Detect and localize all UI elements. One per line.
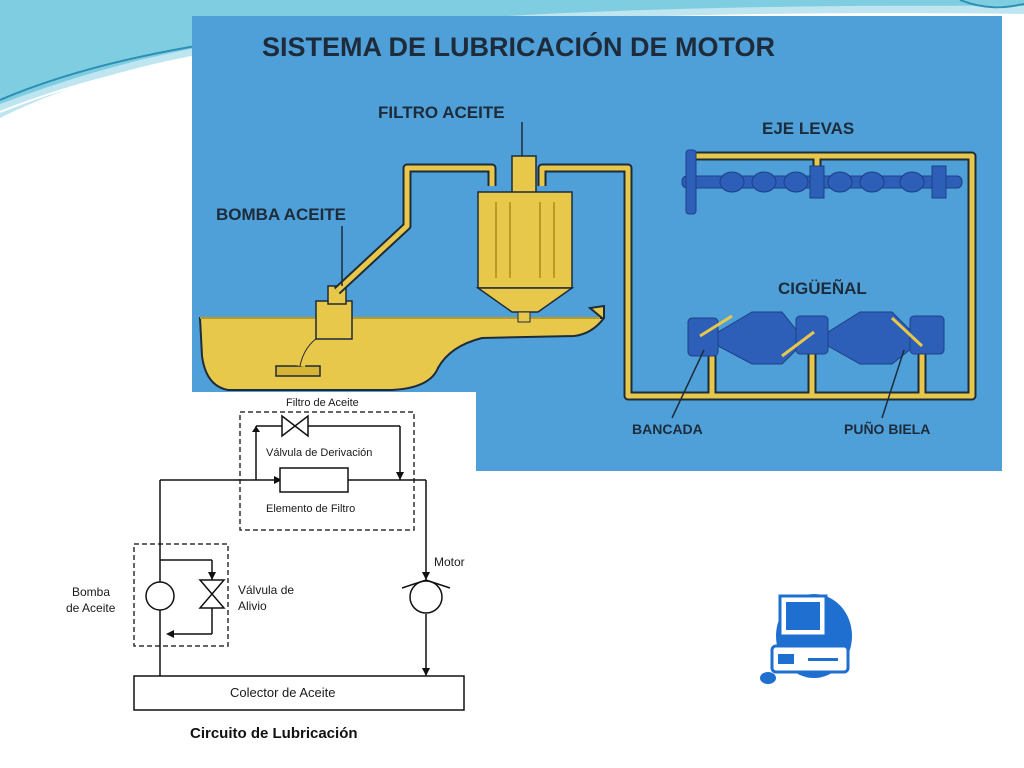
camshaft bbox=[681, 149, 963, 215]
oil-pump bbox=[315, 285, 353, 340]
motor-symbol bbox=[401, 579, 451, 614]
computer-icon bbox=[760, 594, 852, 684]
diagram-title: SISTEMA DE LUBRICACIÓN DE MOTOR bbox=[262, 31, 775, 62]
label-camshaft: EJE LEVAS bbox=[762, 119, 854, 138]
label-relief-valve-2: Alivio bbox=[238, 599, 267, 613]
lubrication-circuit-schematic: Filtro de Aceite Válvula de Derivación E… bbox=[64, 392, 476, 746]
label-oil-pump-2: de Aceite bbox=[66, 601, 116, 615]
label-crank-pin: PUÑO BIELA bbox=[844, 420, 930, 437]
oil-sump-symbol bbox=[133, 675, 465, 711]
label-bypass-valve: Válvula de Derivación bbox=[266, 447, 372, 459]
oil-filter bbox=[475, 155, 575, 323]
pump-group-outline bbox=[133, 543, 229, 647]
label-filter: Filtro de Aceite bbox=[286, 397, 359, 409]
label-engine: Motor bbox=[434, 555, 465, 569]
oil-pump-symbol bbox=[145, 581, 175, 611]
circuit-caption: Circuito de Lubricación bbox=[190, 725, 358, 742]
label-crankshaft: CIGÜEÑAL bbox=[778, 278, 867, 298]
label-oil-pump: BOMBA ACEITE bbox=[216, 205, 346, 224]
label-filter-element: Elemento de Filtro bbox=[266, 503, 355, 515]
label-oil-filter: FILTRO ACEITE bbox=[378, 103, 505, 122]
bypass-valve-symbol bbox=[281, 414, 309, 438]
crankshaft bbox=[687, 311, 945, 365]
label-oil-sump: Colector de Aceite bbox=[230, 685, 336, 700]
label-oil-pump-1: Bomba bbox=[72, 585, 110, 599]
label-relief-valve-1: Válvula de bbox=[238, 583, 294, 597]
label-main-bearing: BANCADA bbox=[632, 421, 703, 437]
filter-element-symbol bbox=[279, 467, 349, 493]
filter-group-outline bbox=[239, 411, 415, 531]
relief-valve-symbol bbox=[198, 579, 226, 609]
